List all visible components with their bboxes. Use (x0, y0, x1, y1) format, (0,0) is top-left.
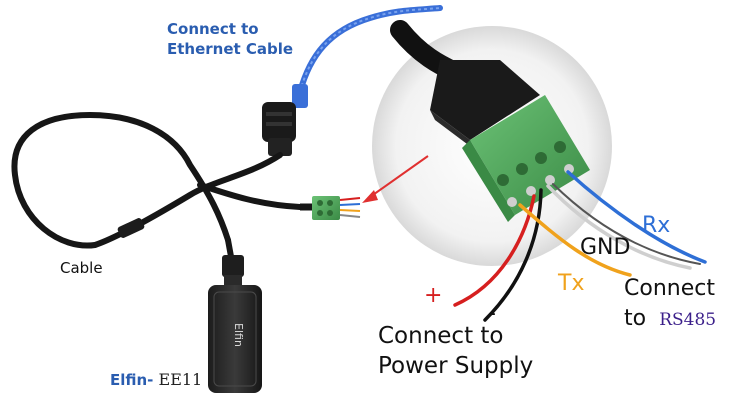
elfin-device (208, 285, 262, 393)
ethernet-label-line1: Connect to (167, 20, 259, 38)
wire-gray (552, 183, 701, 265)
rj45-plug (222, 255, 244, 287)
plus-label: + (424, 283, 442, 308)
rs485-label-line1: Connect (624, 276, 715, 301)
cable-label: Cable (60, 259, 103, 277)
power-label-line2: Power Supply (378, 353, 534, 379)
power-label-line1: Connect to (378, 323, 504, 349)
wire-red (453, 194, 536, 307)
wire-yellow (518, 203, 632, 277)
rx-label: Rx (642, 213, 670, 238)
gnd-label: GND (580, 235, 630, 260)
elfin-model-label: Elfin- EE11 (110, 369, 202, 391)
rj45-coupler (262, 102, 296, 156)
zoom-terminal-block (462, 95, 590, 222)
small-terminal-block (300, 196, 361, 220)
ethernet-cable (292, 5, 443, 108)
rs485-model: RS485 (659, 310, 717, 330)
rs485-to: to (624, 306, 647, 331)
rs485-label-line2: to RS485 (624, 306, 716, 331)
ethernet-label-line2: Ethernet Cable (167, 40, 294, 58)
zoom-black-cable (390, 20, 540, 150)
wire-white (546, 184, 692, 270)
elfin-prefix: Elfin- (110, 371, 154, 389)
cable-connector (117, 218, 145, 238)
elfin-model: EE11 (158, 370, 203, 389)
minus-label: - (488, 301, 496, 326)
tx-label: Tx (557, 271, 584, 296)
black-cables (11, 111, 303, 265)
wire-black (483, 188, 543, 322)
zoom-arrow (362, 155, 429, 203)
device-brand-text: Elfin (232, 323, 245, 347)
wire-blue (566, 170, 707, 264)
